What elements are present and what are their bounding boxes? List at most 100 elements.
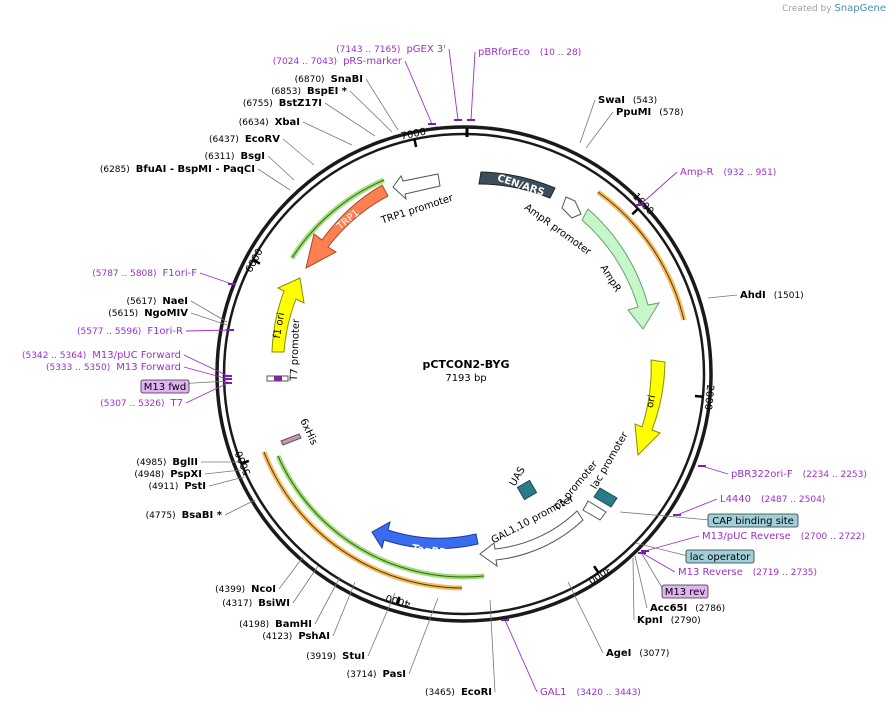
ori-feature[interactable] (634, 359, 666, 457)
primer-range: (2487 .. 2504) (761, 495, 825, 505)
gal-promoter-feature[interactable] (479, 510, 584, 568)
restriction-site-label[interactable]: BglII(4985) (136, 457, 198, 468)
site-position: (4775) (146, 511, 176, 521)
site-name: BspEI * (307, 86, 348, 97)
primer-name: pGEX 3' (406, 44, 446, 55)
restriction-site-label[interactable]: AhdI(1501) (740, 290, 804, 301)
primer-label[interactable]: M13/pUC Forward(5342 .. 5364) (22, 350, 181, 361)
feature-callout[interactable]: lac operator (685, 549, 755, 564)
site-name: KpnI (637, 615, 663, 626)
trp1-promoter-label: TRP1 promoter (379, 193, 456, 227)
site-leader-line (282, 138, 315, 166)
f1-ori-feature[interactable] (271, 277, 305, 353)
uas-feature[interactable] (516, 479, 538, 501)
feature-callout[interactable]: CAP binding site (707, 513, 799, 528)
restriction-site-label[interactable]: NgoMIV(5615) (108, 308, 188, 319)
primer-label[interactable]: pBR322ori-F(2234 .. 2253) (731, 469, 867, 480)
ring-tick-label: 2000 (702, 384, 715, 410)
primer-callout[interactable]: M13 fwd (140, 379, 190, 394)
site-position: (4123) (262, 632, 292, 642)
primer-label[interactable]: L4440(2487 .. 2504) (720, 494, 825, 505)
ori-label: ori (645, 394, 658, 409)
restriction-site-label[interactable]: XbaI(6634) (239, 117, 300, 128)
site-position: (2786) (695, 604, 725, 614)
restriction-site-label[interactable]: AgeI(3077) (606, 648, 669, 659)
primer-name: T7 (170, 398, 183, 409)
primer-label[interactable]: F1ori-R(5577 .. 5596) (77, 326, 183, 337)
cen-ars-feature[interactable] (478, 171, 556, 199)
site-leader-line (190, 312, 228, 326)
callout-leader-line (619, 511, 711, 521)
callout-text: lac operator (690, 552, 751, 563)
site-position: (4198) (239, 620, 269, 630)
restriction-site-label[interactable]: KpnI(2790) (637, 615, 701, 626)
site-leader-line (324, 102, 376, 137)
primer-range: (5307 .. 5326) (100, 399, 164, 409)
restriction-site-label[interactable]: BamHI(4198) (239, 619, 312, 630)
primer-label[interactable]: Amp-R(932 .. 951) (680, 167, 776, 178)
trp1-promoter-feature[interactable] (392, 173, 441, 201)
restriction-site-label[interactable]: PstI(4911) (148, 481, 206, 492)
primer-range: (5333 .. 5350) (46, 363, 110, 373)
site-name: NcoI (251, 584, 276, 595)
site-position: (1501) (774, 291, 804, 301)
restriction-site-label[interactable]: SnaBI(6870) (295, 74, 363, 85)
primer-label[interactable]: M13 Reverse(2719 .. 2735) (678, 567, 817, 578)
restriction-site-label[interactable]: NcoI(4399) (215, 584, 276, 595)
ampr-feature[interactable] (581, 208, 661, 330)
ampr-promoter-feature[interactable] (561, 196, 582, 219)
primer-label[interactable]: pRS-marker(7024 .. 7043) (273, 56, 403, 67)
primer-callout[interactable]: M13 rev (661, 584, 709, 599)
restriction-site-label[interactable]: BsaBI *(4775) (146, 510, 223, 521)
restriction-site-label[interactable]: SwaI(543) (598, 95, 657, 106)
site-name: PspXI (170, 469, 202, 480)
site-leader-line (367, 592, 396, 657)
primer-range: (5342 .. 5364) (22, 351, 86, 361)
restriction-site-label[interactable]: BsgI(6311) (205, 151, 265, 162)
site-name: NgoMIV (144, 308, 188, 319)
primer-label[interactable]: T7 (5307 .. 5326) (100, 398, 183, 409)
primer-label[interactable]: M13 Forward(5333 .. 5350) (46, 362, 181, 373)
site-name: EcoRV (245, 134, 280, 145)
restriction-site-label[interactable]: Acc65I(2786) (650, 603, 725, 614)
restriction-site-label[interactable]: PasI(3714) (347, 669, 406, 680)
primer-labels: pGEX 3'(7143 .. 7165)pRS-marker(7024 .. … (22, 44, 867, 698)
restriction-site-label[interactable]: PshAI(4123) (262, 631, 330, 642)
restriction-site-label[interactable]: StuI(3919) (306, 651, 365, 662)
primer-label[interactable]: M13/pUC Reverse(2700 .. 2722) (702, 531, 865, 542)
site-leader-line (257, 168, 291, 191)
primer-label[interactable]: GAL1(3420 .. 3443) (540, 687, 641, 698)
site-position: (3077) (639, 649, 669, 659)
site-leader-line (567, 581, 604, 654)
his-tag-feature[interactable] (280, 433, 302, 446)
trp1-feature[interactable] (305, 184, 389, 269)
primer-label[interactable]: F1ori-F(5787 .. 5808) (92, 268, 197, 279)
site-name: BstZ17I (279, 98, 322, 109)
plasmid-name: pCTCON2-BYG (422, 358, 509, 371)
tagbfp-feature[interactable] (371, 521, 479, 550)
his-tag-label: 6xHis (297, 417, 319, 447)
ring-tick-label: 4000 (385, 592, 413, 610)
restriction-site-label[interactable]: BsiWI(4317) (222, 598, 290, 609)
primer-range: (5577 .. 5596) (77, 327, 141, 337)
restriction-site-label[interactable]: BstZ17I(6755) (243, 98, 322, 109)
site-name: SnaBI (331, 74, 363, 85)
lac-region-feature[interactable] (593, 487, 618, 508)
primer-leader-line (504, 619, 538, 693)
callout-box (685, 549, 755, 564)
restriction-site-label[interactable]: NaeI(5617) (126, 296, 188, 307)
restriction-site-label[interactable]: PspXI(4948) (134, 469, 202, 480)
t3-promoter-marker (582, 500, 607, 521)
restriction-site-label[interactable]: EcoRV (6437) (209, 134, 280, 145)
primer-label[interactable]: pBRforEco(10 .. 28) (478, 47, 581, 58)
site-position: (4317) (222, 599, 252, 609)
primer-leader-line (448, 48, 459, 121)
restriction-site-label[interactable]: EcoRI(3465) (425, 687, 492, 698)
primer-label[interactable]: pGEX 3'(7143 .. 7165) (336, 44, 446, 55)
primer-name: M13/pUC Reverse (702, 531, 791, 542)
site-position: (6437) (209, 135, 239, 145)
restriction-site-label[interactable]: PpuMI(578) (616, 107, 683, 118)
restriction-site-label[interactable]: BfuAI - BspMI - PaqCI(6285) (100, 164, 255, 175)
restriction-site-label[interactable]: BspEI *(6853) (271, 86, 348, 97)
callout-text: CAP binding site (712, 516, 794, 527)
